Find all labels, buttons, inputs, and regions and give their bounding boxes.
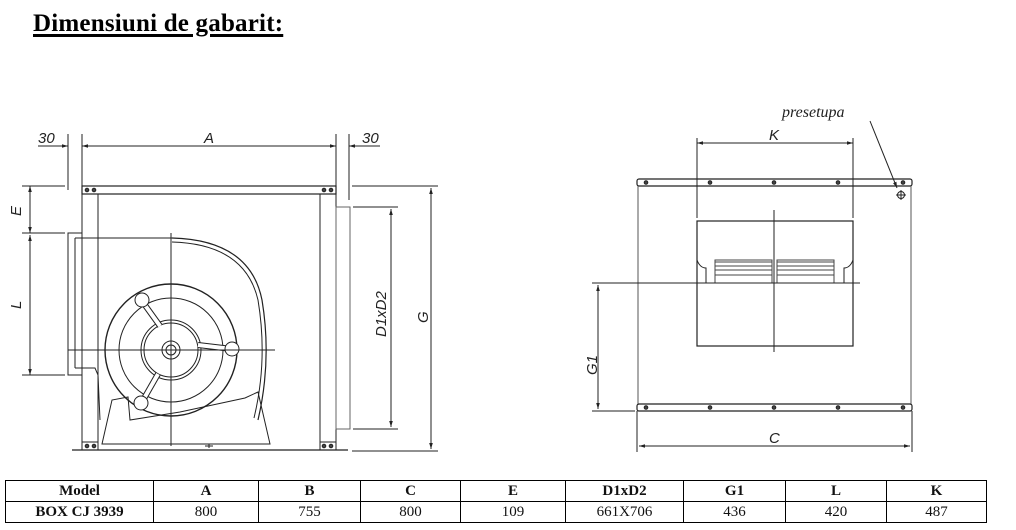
cell-c: 800 xyxy=(360,501,461,523)
front-view-labels: presetupa K G1 C xyxy=(584,104,845,447)
header-k: K xyxy=(886,480,987,502)
dim-label-g: G xyxy=(415,311,432,323)
side-view-labels: 30 A 30 E L D1xD2 G xyxy=(8,130,432,337)
header-a: A xyxy=(153,480,259,502)
header-model: Model xyxy=(5,480,154,502)
side-view xyxy=(22,134,438,452)
dim-label-k: K xyxy=(769,127,780,144)
cell-k: 487 xyxy=(886,501,987,523)
page-title: Dimensiuni de gabarit: xyxy=(33,10,284,37)
header-e: E xyxy=(460,480,566,502)
dim-label-e: E xyxy=(8,205,25,216)
dim-label-d1xd2: D1xD2 xyxy=(373,290,390,337)
header-d1xd2: D1xD2 xyxy=(565,480,684,502)
cell-a: 800 xyxy=(153,501,259,523)
table-row: BOX CJ 3939 800 755 800 109 661X706 436 … xyxy=(5,501,987,523)
front-view xyxy=(592,120,913,452)
annotation-presetupa: presetupa xyxy=(781,104,845,121)
dim-label-30-left: 30 xyxy=(38,130,55,147)
cell-l: 420 xyxy=(785,501,887,523)
dim-label-30-right: 30 xyxy=(362,130,379,147)
cell-model: BOX CJ 3939 xyxy=(5,501,154,523)
dimension-drawing: 30 A 30 E L D1xD2 G xyxy=(8,104,913,452)
dim-label-a: A xyxy=(203,130,214,147)
header-l: L xyxy=(785,480,887,502)
cell-b: 755 xyxy=(258,501,361,523)
header-b: B xyxy=(258,480,361,502)
header-g1: G1 xyxy=(683,480,786,502)
header-c: C xyxy=(360,480,461,502)
table-header-row: Model A B C E D1xD2 G1 L K xyxy=(5,480,987,502)
cell-g1: 436 xyxy=(683,501,786,523)
dim-label-l: L xyxy=(8,301,25,309)
dim-label-c: C xyxy=(769,430,780,447)
dimensions-table: Model A B C E D1xD2 G1 L K BOX CJ 3939 8… xyxy=(5,480,987,523)
cell-d1xd2: 661X706 xyxy=(565,501,684,523)
cell-e: 109 xyxy=(460,501,566,523)
dim-label-g1: G1 xyxy=(584,355,601,375)
